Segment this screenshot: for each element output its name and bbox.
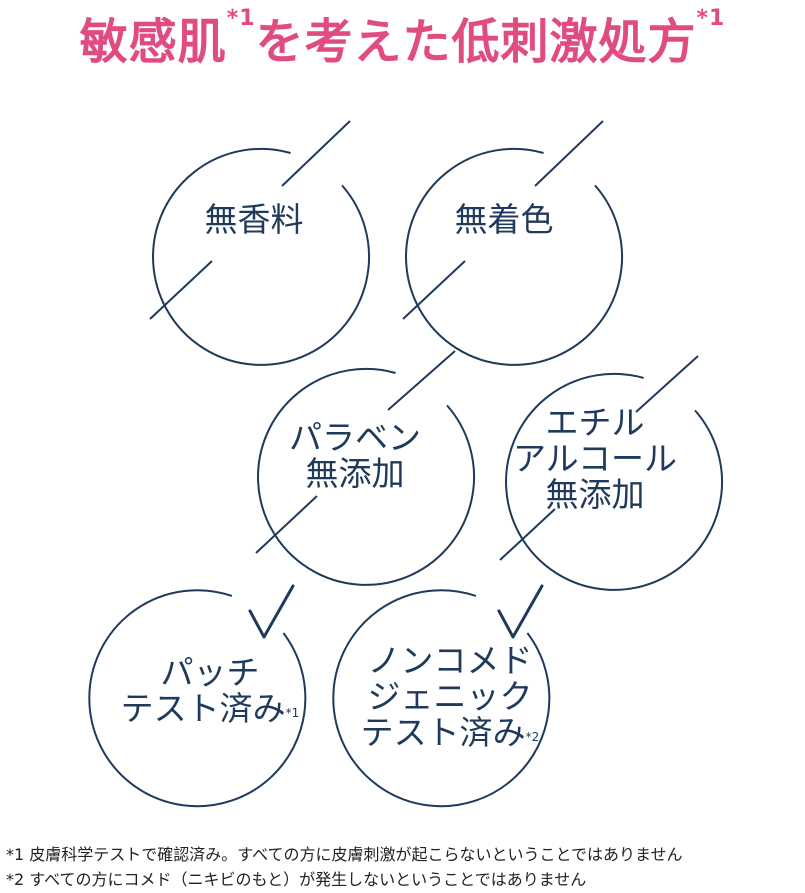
footnote-mark: *2 [525, 730, 540, 744]
badge-label-no-color: 無着色 [454, 200, 554, 239]
page-title: 敏感肌*1を考えた低刺激処方*1 [79, 6, 726, 70]
badge-outline-noncomedogenic [332, 584, 551, 808]
badge-circle [505, 372, 724, 591]
badge-circle [405, 147, 624, 366]
slash-line [402, 260, 466, 320]
badge-label-patch-tested: パッチ テスト済み*1 [120, 653, 300, 728]
slash-line [281, 120, 351, 187]
checkmark-icon [497, 584, 544, 639]
footnote-2: *2 すべての方にコメド（ニキビのもと）が発生しないということではありません [6, 870, 587, 889]
slash-line [255, 495, 318, 554]
footnote-mark: *1 [285, 706, 300, 720]
footnote-mark: *1 [696, 6, 726, 31]
badge-label-no-paraben: パラベン 無添加 [289, 418, 421, 493]
badge-outline-no-fragrance [149, 120, 371, 366]
footnotes: *1 皮膚科学テストで確認済み。すべての方に皮膚刺激が起こらないということではあ… [6, 842, 683, 892]
badge-outline-no-paraben [255, 350, 476, 586]
footnote-1: *1 皮膚科学テストで確認済み。すべての方に皮膚刺激が起こらないということではあ… [6, 845, 683, 864]
badge-circle [257, 367, 476, 586]
badge-outline-no-color [402, 120, 624, 366]
badge-label-no-fragrance: 無香料 [204, 200, 304, 239]
badge-label-noncomedogenic: ノンコメド ジェニック テスト済み*2 [360, 641, 540, 752]
badge-circle [332, 589, 551, 808]
footnote-mark: *1 [226, 6, 256, 31]
badge-label-no-ethanol: エチル アルコール 無添加 [512, 403, 677, 514]
checkmark-icon [248, 584, 295, 639]
slash-line [387, 350, 456, 411]
slash-line [534, 120, 604, 187]
badge-outline-no-ethanol [499, 355, 724, 591]
slash-line [635, 355, 699, 413]
badge-circle [88, 589, 307, 808]
slash-line [499, 508, 556, 561]
badge-outline-patch-tested [88, 584, 307, 808]
badge-circle [152, 147, 371, 366]
slash-line [149, 260, 213, 320]
